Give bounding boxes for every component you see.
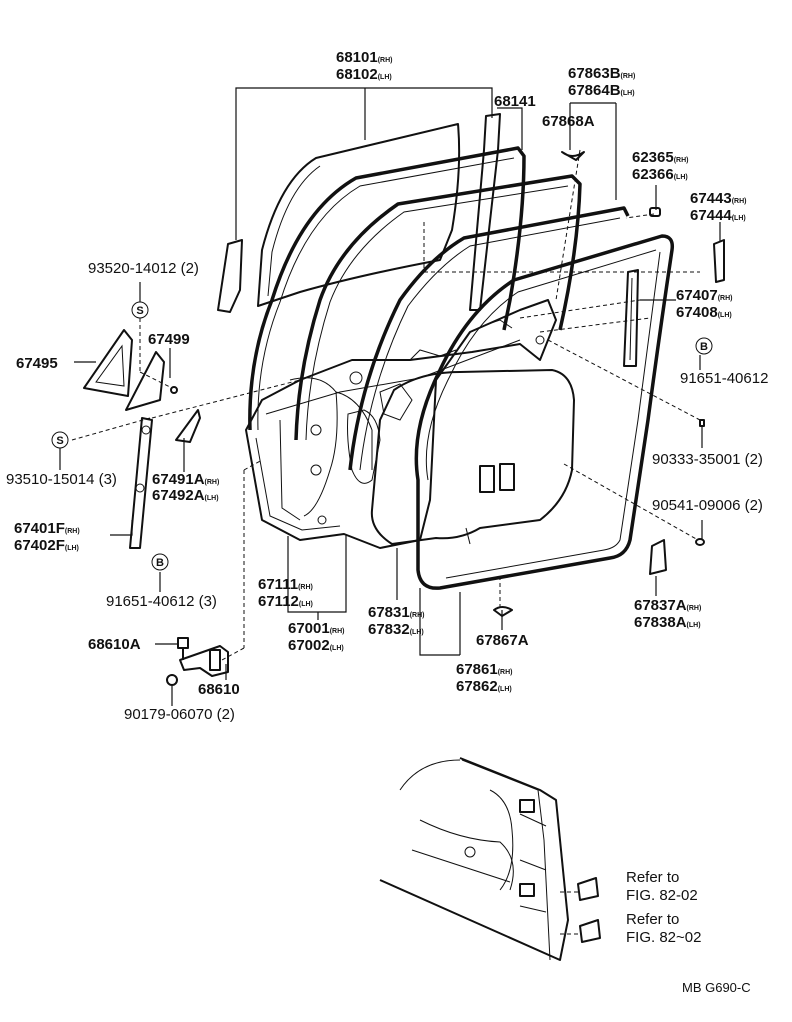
part-label-67112: 67112(LH) (258, 593, 313, 610)
part-label-67838a: 67838A(LH) (634, 614, 701, 631)
assembly-dashed-lines (71, 149, 701, 661)
part-label-67002: 67002(LH) (288, 637, 344, 654)
part-label-90333: 90333-35001 (2) (652, 451, 763, 468)
part-label-93520: 93520-14012 (2) (88, 260, 199, 277)
symbol-s-text: S (56, 435, 63, 447)
left-small-parts (83, 329, 229, 686)
part-label-90179: 90179-06070 (2) (124, 706, 235, 723)
part-label-67861: 67861(RH) (456, 661, 513, 678)
part-label-67001: 67001(RH) (288, 620, 345, 637)
part-label-67867a: 67867A (476, 632, 529, 649)
part-label-67402f: 67402F(LH) (14, 537, 79, 554)
part-label-67864b: 67864B(LH) (568, 82, 635, 99)
part-label-67492a: 67492A(LH) (152, 487, 219, 504)
part-label-68610: 68610 (198, 681, 240, 698)
door-weatherstrip (414, 234, 675, 590)
part-label-91651-right: 91651-40612 (680, 370, 768, 387)
part-label-67408: 67408(LH) (676, 304, 732, 321)
part-label-67407: 67407(RH) (676, 287, 733, 304)
part-label-68141: 68141 (494, 93, 536, 110)
part-label-67491a: 67491A(RH) (152, 471, 219, 488)
part-label-67499: 67499 (148, 331, 190, 348)
part-label-67868a: 67868A (542, 113, 595, 130)
part-label-67831: 67831(RH) (368, 604, 425, 621)
front-channel-strip (217, 239, 243, 313)
glass-run-channel (469, 113, 501, 311)
door-trim-board (370, 369, 575, 545)
symbol-s-left: S (51, 431, 69, 449)
part-label-68101: 68101(RH) (336, 49, 393, 66)
right-small-parts (493, 151, 725, 617)
part-label-68102: 68102(LH) (336, 66, 392, 83)
part-label-67111: 67111(RH) (258, 576, 313, 593)
symbol-s-top: S (131, 301, 149, 319)
part-label-67443: 67443(RH) (690, 190, 747, 207)
symbol-b-right: B (695, 337, 713, 355)
part-label-67444: 67444(LH) (690, 207, 746, 224)
part-label-67401f: 67401F(RH) (14, 520, 80, 537)
part-label-67495: 67495 (16, 355, 58, 372)
part-labels: 68101(RH) 68102(LH) 68141 67863B(RH) 678… (6, 49, 768, 723)
ref-note-1-line1: Refer to (626, 869, 679, 886)
door-glass (257, 123, 461, 307)
ref-note-2-line2: FIG. 82~02 (626, 929, 701, 946)
inset-body-view (379, 757, 601, 961)
ref-note-2-line1: Refer to (626, 911, 679, 928)
part-label-62366: 62366(LH) (632, 166, 688, 183)
ref-note-1-line2: FIG. 82-02 (626, 887, 698, 904)
door-frame-seals (248, 146, 630, 471)
part-label-67832: 67832(LH) (368, 621, 424, 638)
symbol-b-text: B (156, 557, 164, 569)
door-panel (245, 299, 557, 549)
part-label-62365: 62365(RH) (632, 149, 689, 166)
part-label-93510: 93510-15014 (3) (6, 471, 117, 488)
leader-lines (59, 87, 721, 706)
part-label-67863b: 67863B(RH) (568, 65, 635, 82)
figure-code: MB G690-C (682, 980, 751, 995)
part-label-90541: 90541-09006 (2) (652, 497, 763, 514)
part-label-68610a: 68610A (88, 636, 141, 653)
reference-notes: Refer to FIG. 82-02 Refer to FIG. 82~02 (626, 869, 701, 946)
part-label-67862: 67862(LH) (456, 678, 512, 695)
symbol-s-text: S (136, 305, 143, 317)
part-label-91651-left: 91651-40612 (3) (106, 593, 217, 610)
symbol-b-left: B (151, 553, 169, 571)
symbol-b-text: B (700, 341, 708, 353)
part-label-67837a: 67837A(RH) (634, 597, 701, 614)
